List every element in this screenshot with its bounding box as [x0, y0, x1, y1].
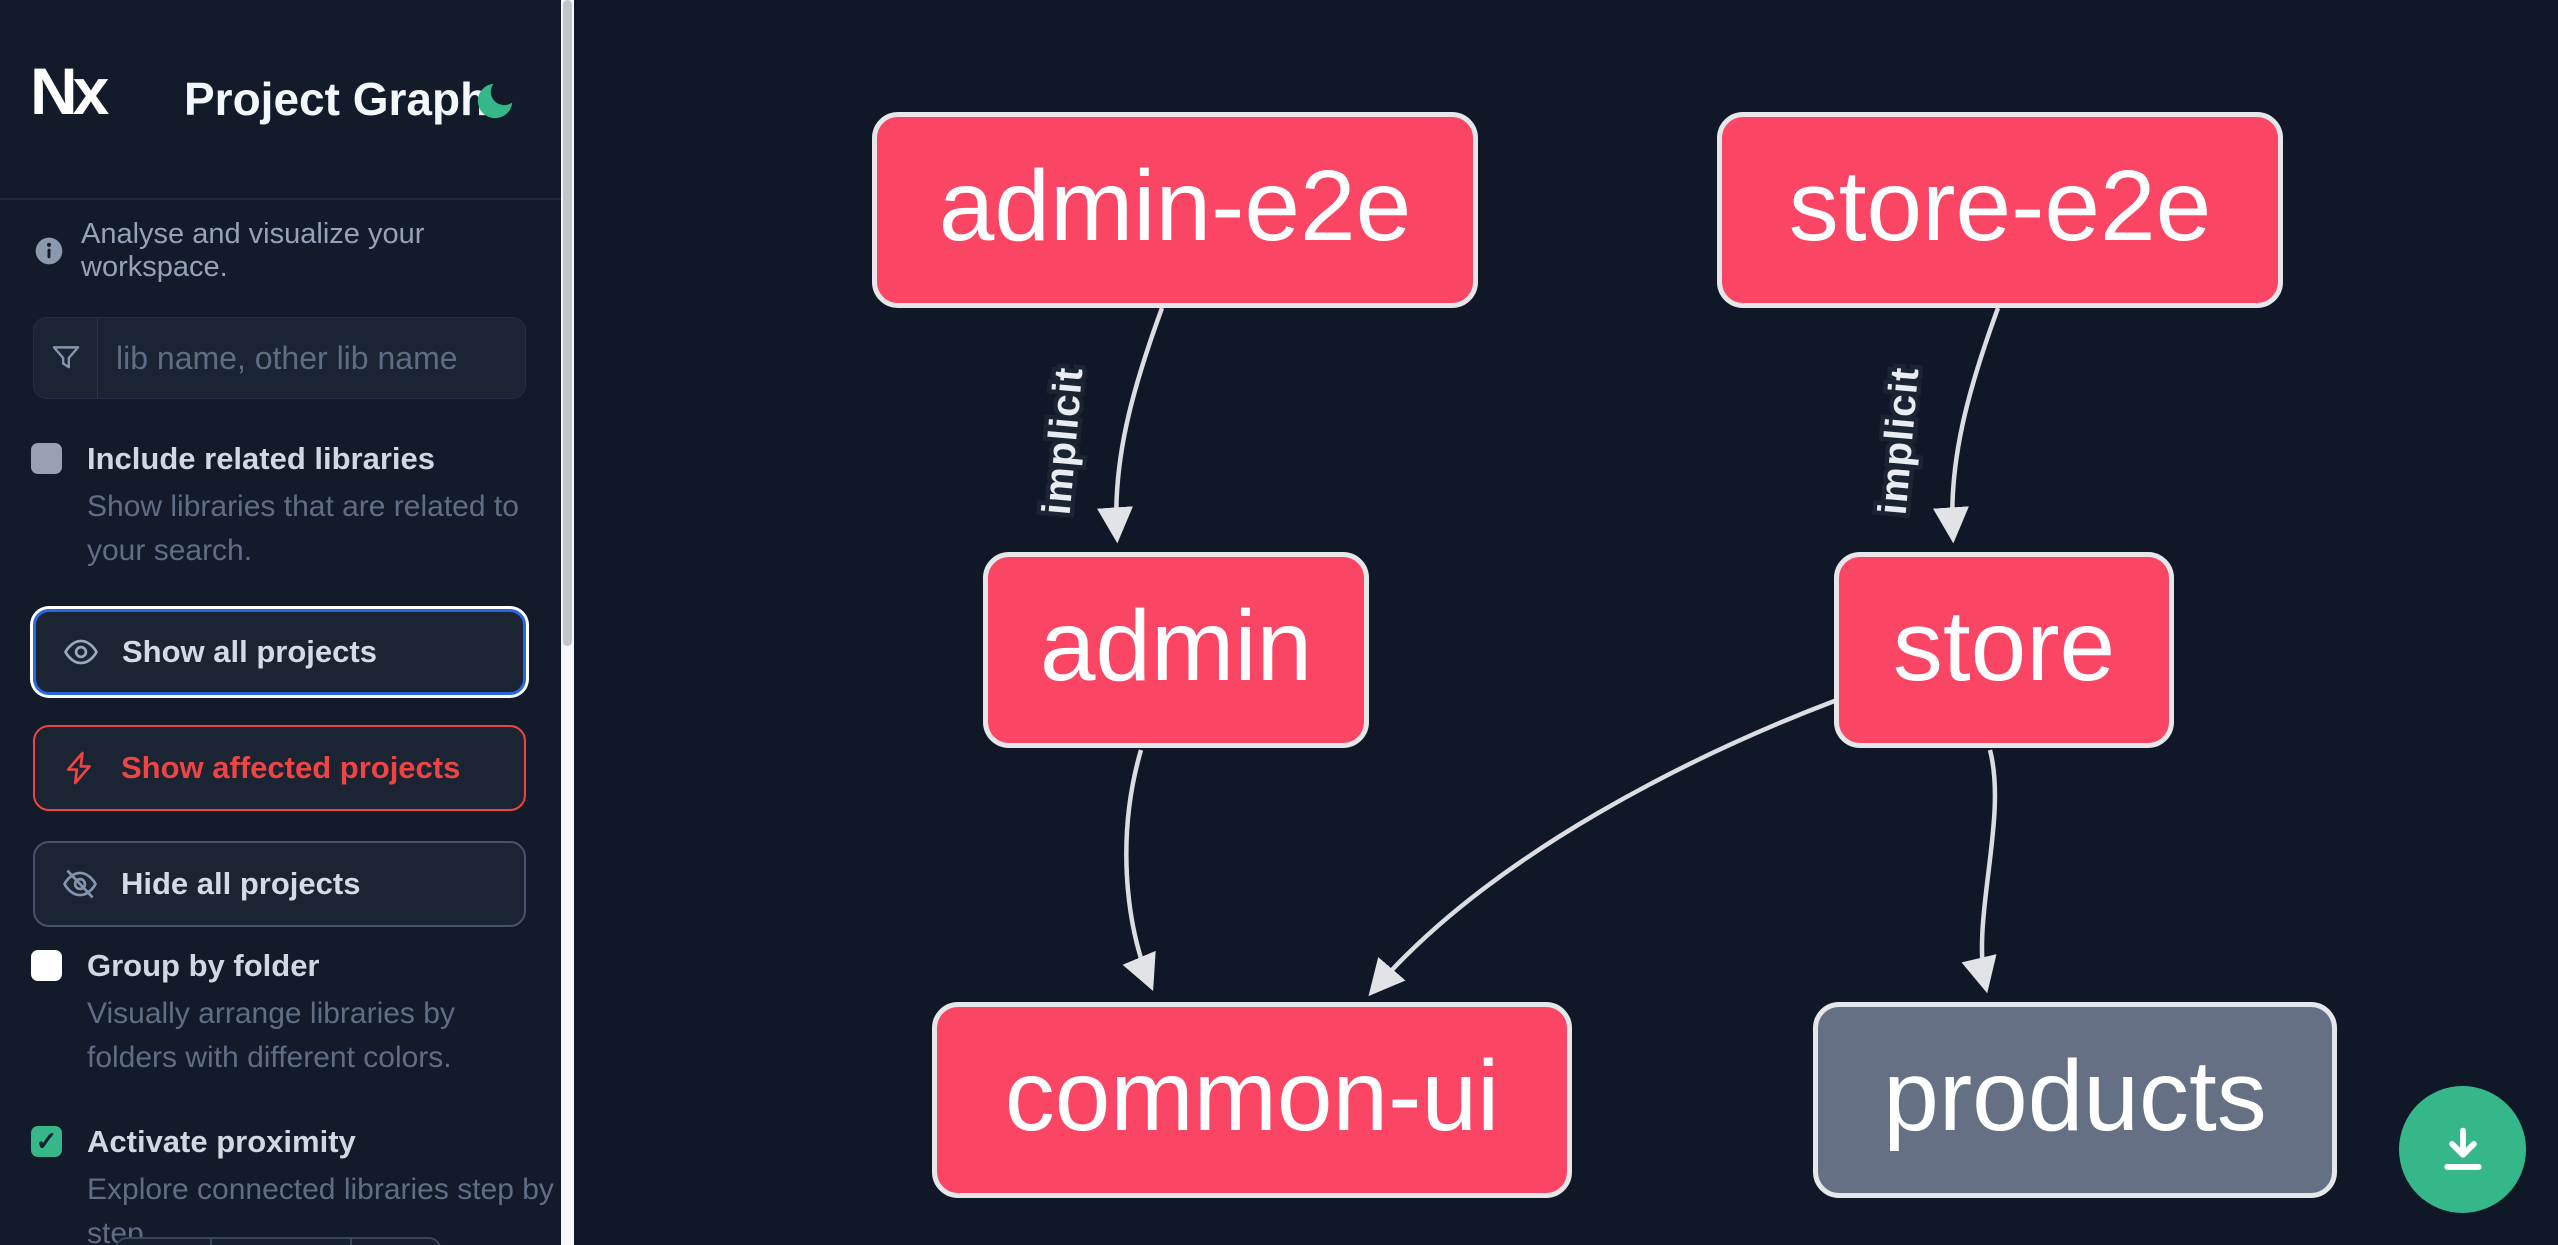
- group-by-folder-label: Group by folder: [87, 948, 320, 983]
- dark-mode-toggle[interactable]: [472, 78, 518, 124]
- filter-icon: [34, 318, 98, 398]
- activate-proximity-option: ✓ Activate proximity Explore connected l…: [31, 1124, 554, 1245]
- graph-node-store-e2e[interactable]: store-e2e: [1717, 112, 2283, 308]
- edge-label-implicit-2: implicit: [1871, 365, 1928, 516]
- edge-admin-common-ui: [1122, 749, 1156, 991]
- include-related-description: Show libraries that are related to your …: [87, 490, 519, 567]
- include-related-checkbox[interactable]: [31, 443, 62, 474]
- include-related-option: Include related libraries Show libraries…: [31, 441, 531, 573]
- edge-admin-e2e-admin: [1097, 307, 1165, 544]
- info-icon: [33, 235, 65, 267]
- search-box: [33, 317, 554, 399]
- show-all-projects-label: Show all projects: [122, 634, 377, 669]
- sidebar: Nx Project Graph Analyse and visualize y…: [0, 0, 574, 1245]
- edge-store-e2e-store: [1933, 307, 2001, 544]
- bolt-icon: [61, 749, 99, 787]
- hide-all-projects-label: Hide all projects: [121, 866, 361, 901]
- sidebar-scrollbar-thumb[interactable]: [563, 0, 572, 646]
- activate-proximity-checkbox[interactable]: ✓: [31, 1126, 62, 1157]
- graph-node-store[interactable]: store: [1834, 552, 2174, 748]
- edge-store-products: [1961, 749, 1998, 994]
- node-label: store-e2e: [1788, 150, 2212, 262]
- node-label: admin-e2e: [938, 150, 1412, 262]
- nx-logo: Nx: [30, 54, 109, 128]
- header-divider: [0, 198, 561, 200]
- proximity-stepper[interactable]: [115, 1237, 441, 1245]
- node-label: admin: [1039, 590, 1313, 702]
- page-title: Project Graph: [184, 73, 489, 125]
- stepper-divider: [350, 1239, 352, 1245]
- graph-node-products[interactable]: products: [1813, 1002, 2337, 1198]
- download-icon: [2434, 1121, 2492, 1179]
- show-all-projects-button[interactable]: Show all projects: [33, 609, 526, 695]
- node-label: products: [1883, 1040, 2267, 1152]
- group-by-folder-option: Group by folder Visually arrange librari…: [31, 948, 531, 1080]
- group-by-folder-checkbox[interactable]: [31, 950, 62, 981]
- download-graph-button[interactable]: [2399, 1086, 2526, 1213]
- search-input[interactable]: [98, 318, 554, 398]
- eye-slash-icon: [61, 865, 99, 903]
- show-affected-projects-label: Show affected projects: [121, 750, 461, 785]
- check-icon: ✓: [35, 1126, 58, 1156]
- workspace-tagline: Analyse and visualize your workspace.: [81, 218, 425, 283]
- node-label: common-ui: [1004, 1040, 1500, 1152]
- moon-icon: [472, 78, 518, 124]
- edge-label-implicit-1: implicit: [1035, 365, 1092, 516]
- graph-node-admin-e2e[interactable]: admin-e2e: [872, 112, 1478, 308]
- stepper-divider: [210, 1239, 212, 1245]
- eye-icon: [62, 633, 100, 671]
- include-related-label: Include related libraries: [87, 441, 436, 476]
- node-label: store: [1892, 590, 2116, 702]
- hide-all-projects-button[interactable]: Hide all projects: [33, 841, 526, 927]
- graph-node-admin[interactable]: admin: [983, 552, 1369, 748]
- graph-node-common-ui[interactable]: common-ui: [932, 1002, 1572, 1198]
- edge-store-common-ui: [1368, 697, 1838, 997]
- activate-proximity-description: Explore connected libraries step by step…: [87, 1173, 554, 1245]
- group-by-folder-description: Visually arrange libraries by folders wi…: [87, 997, 455, 1074]
- show-affected-projects-button[interactable]: Show affected projects: [33, 725, 526, 811]
- activate-proximity-label: Activate proximity: [87, 1124, 356, 1159]
- workspace-tagline-row: Analyse and visualize your workspace.: [33, 218, 543, 284]
